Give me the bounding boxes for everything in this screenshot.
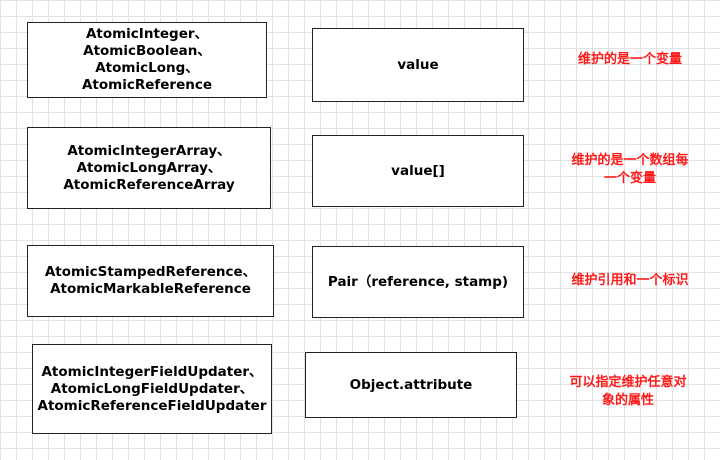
target-label: value[] (391, 162, 445, 179)
target-box-value: value (312, 28, 524, 102)
target-box-object-attribute: Object.attribute (305, 352, 517, 418)
class-name: AtomicStampedReference、 (44, 264, 257, 280)
target-box-value-array: value[] (312, 135, 524, 207)
note-line: 一个变量 (603, 171, 656, 186)
annotation-note: 维护引用和一个标识 (556, 272, 704, 290)
class-box-atomic-basic: AtomicInteger、 AtomicBoolean、 AtomicLong… (27, 22, 267, 98)
class-name: AtomicReference (81, 77, 213, 93)
class-box-field-updater: AtomicIntegerFieldUpdater、 AtomicLongFie… (32, 344, 272, 434)
class-name: AtomicReferenceFieldUpdater (37, 397, 267, 414)
note-line: 维护的是一个数组每 (571, 153, 689, 168)
annotation-note: 可以指定维护任意对 象的属性 (552, 374, 704, 410)
class-name: AtomicIntegerFieldUpdater、 (41, 363, 263, 380)
class-name: AtomicLongArray、 (76, 159, 222, 176)
class-box-atomic-reference: AtomicStampedReference、 AtomicMarkableRe… (27, 245, 274, 317)
note-line: 维护引用和一个标识 (571, 273, 689, 288)
note-line: 象的属性 (601, 393, 654, 408)
annotation-note: 维护的是一个变量 (560, 51, 700, 69)
target-label: value (397, 56, 439, 73)
note-line: 维护的是一个变量 (577, 52, 682, 67)
target-box-pair: Pair（reference, stamp) (312, 246, 524, 318)
class-name: AtomicBoolean、 (83, 43, 211, 59)
class-name: AtomicLong、 (95, 60, 199, 76)
note-line: 可以指定维护任意对 (569, 375, 687, 390)
target-label: Object.attribute (349, 376, 473, 393)
target-label: Pair（reference, stamp) (327, 273, 509, 290)
class-name: AtomicMarkableReference (50, 281, 251, 297)
class-box-atomic-array: AtomicIntegerArray、 AtomicLongArray、 Ato… (27, 127, 271, 209)
class-name: AtomicInteger、 (85, 26, 209, 42)
annotation-note: 维护的是一个数组每 一个变量 (556, 152, 704, 188)
class-name: AtomicIntegerArray、 (67, 142, 231, 159)
class-name: AtomicLongFieldUpdater、 (50, 380, 254, 397)
class-name: AtomicReferenceArray (63, 176, 235, 193)
